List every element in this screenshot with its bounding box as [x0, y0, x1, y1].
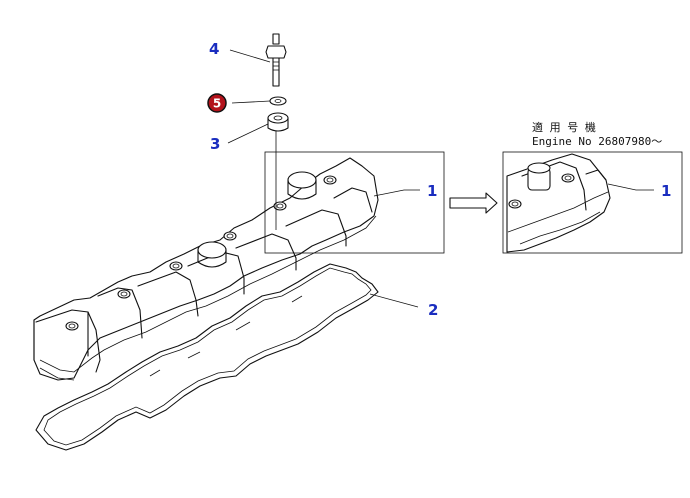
svg-text:5: 5 [213, 97, 221, 111]
washer-drawing [269, 96, 287, 106]
callout-1-main[interactable]: 1 [427, 182, 437, 200]
callout-1-detail[interactable]: 1 [661, 182, 671, 200]
callout-5[interactable]: 5 [207, 93, 227, 113]
detail-frame-new [502, 151, 683, 254]
callout-4[interactable]: 4 [209, 40, 219, 58]
applicable-models-label: 適 用 号 機 [532, 120, 596, 134]
spacer-drawing [267, 112, 289, 132]
bolt-drawing [265, 33, 287, 87]
leader-lines [227, 49, 654, 308]
detail-frame-main [264, 151, 445, 254]
gasket-drawing [35, 263, 379, 451]
engine-serial-label: Engine No 26807980～ [532, 135, 662, 148]
right-arrow-icon [449, 192, 498, 214]
head-cover-drawing [33, 130, 379, 381]
callout-2[interactable]: 2 [428, 301, 438, 319]
detail-cover-drawing [506, 153, 611, 253]
callout-3[interactable]: 3 [210, 135, 220, 153]
